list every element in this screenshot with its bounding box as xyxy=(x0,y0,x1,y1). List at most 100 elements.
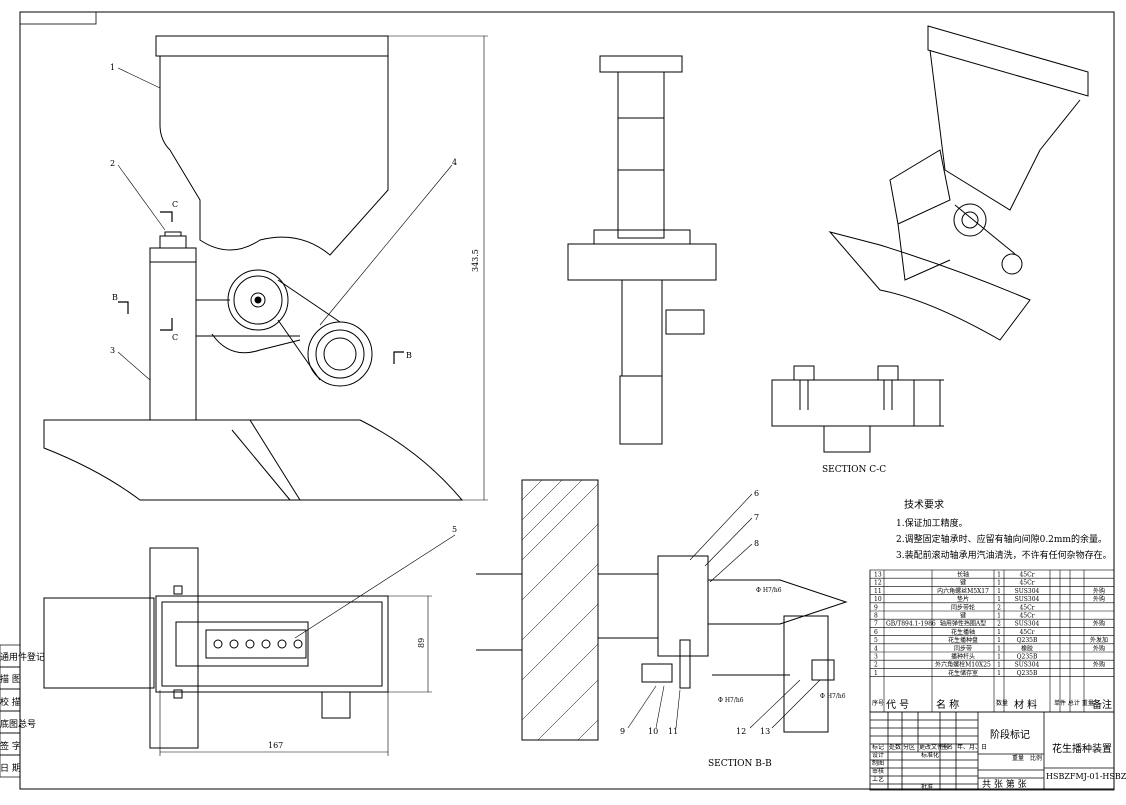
bom-no: 8 xyxy=(874,613,878,620)
balloon-2: 2 xyxy=(110,159,115,168)
tb-label-4: 签名 xyxy=(941,743,953,751)
balloon-10: 10 xyxy=(648,727,658,736)
section-cc xyxy=(771,365,944,453)
bom-no: 1 xyxy=(874,670,878,677)
balloon-12: 12 xyxy=(736,727,746,736)
bom-name: 外六角螺栓M10X25 xyxy=(935,661,991,669)
bom-qty: 1 xyxy=(997,613,1001,620)
bom-material: Q235B xyxy=(1017,654,1038,661)
bom-header-no: 序号 xyxy=(872,699,884,707)
top-view xyxy=(43,547,389,749)
left-label-5: 日 期 xyxy=(0,763,21,774)
tb-label-5: 年、月、日 xyxy=(957,743,987,751)
bom-note: 外购 xyxy=(1093,661,1105,669)
bom-name: 垫片 xyxy=(957,595,969,603)
bom-qty: 1 xyxy=(997,572,1001,579)
tech-item-3: 3.装配前滚动轴承用汽油清洗，不许有任何杂物存在。 xyxy=(896,549,1112,561)
tb-label-1: 处数 xyxy=(889,743,901,751)
bom-qty: 1 xyxy=(997,670,1001,677)
front-view xyxy=(43,35,464,501)
bom-qty: 2 xyxy=(997,621,1001,628)
bom-no: 13 xyxy=(874,572,882,579)
tb-label-3: 更改文件号 xyxy=(919,743,949,751)
balloon-3: 3 xyxy=(110,346,115,355)
bom-name: 轴用弹性挡圈A型 xyxy=(940,620,986,628)
balloon-6: 6 xyxy=(754,489,759,498)
bom-material: SUS304 xyxy=(1015,662,1040,669)
bom-qty: 1 xyxy=(997,654,1001,661)
bom-material: 45Cr xyxy=(1019,604,1034,611)
bom-qty: 1 xyxy=(997,588,1001,595)
bom-material: 45Cr xyxy=(1019,580,1034,587)
bom-material: Q235B xyxy=(1017,637,1038,644)
bom-no: 12 xyxy=(874,580,882,587)
bom-no: 10 xyxy=(874,596,882,603)
fit-3: Φ H7/h6 xyxy=(820,693,846,700)
section-bb-hatch xyxy=(521,479,599,741)
tb-label-2: 分区 xyxy=(903,743,915,751)
bom-code: GB/T894.1-1986 xyxy=(886,621,936,628)
bom-no: 4 xyxy=(874,645,878,652)
bom-material: 45Cr xyxy=(1019,629,1034,636)
bom-qty: 2 xyxy=(997,604,1001,611)
section-markers xyxy=(118,211,404,364)
section-bb-label: SECTION B-B xyxy=(708,759,772,769)
section-b-right: B xyxy=(406,351,412,360)
bom-name: 播种杆头 xyxy=(951,653,975,661)
bom-header-material: 材 料 xyxy=(1014,698,1037,711)
left-column xyxy=(0,644,21,778)
bom-no: 3 xyxy=(874,654,878,661)
tb-label-13: 比例 xyxy=(1030,754,1042,762)
tb-label-12: 重量 xyxy=(1012,754,1024,762)
sheet-border xyxy=(19,11,1115,790)
bom-note: 外发加 xyxy=(1090,636,1108,644)
bom-material: SUS304 xyxy=(1015,621,1040,628)
tech-item-2: 2.调整固定轴承时、应留有轴向间隙0.2mm的余量。 xyxy=(896,533,1107,545)
balloon-1: 1 xyxy=(110,63,115,72)
bom-no: 2 xyxy=(874,662,878,669)
bom-header-weight: 单件 总计 重量 xyxy=(1054,699,1094,707)
balloon-4: 4 xyxy=(452,158,457,167)
bom-table-grid xyxy=(869,569,1115,713)
bom-name: 花生储存室 xyxy=(948,669,978,677)
bom-material: SUS304 xyxy=(1015,588,1040,595)
bom-material: SUS304 xyxy=(1015,596,1040,603)
bom-qty: 1 xyxy=(997,629,1001,636)
tb-label-7: 标准化 xyxy=(921,751,939,759)
bom-qty: 1 xyxy=(997,645,1001,652)
section-bb-leaders xyxy=(627,493,821,729)
balloon-5: 5 xyxy=(452,525,457,534)
section-cc-label: SECTION C-C xyxy=(822,465,886,475)
left-label-0: 通用件登记 xyxy=(0,651,45,663)
bom-material: 橡胶 xyxy=(1021,644,1033,652)
balloon-11: 11 xyxy=(668,727,678,736)
left-label-2: 校 描 xyxy=(0,696,21,708)
bom-qty: 1 xyxy=(997,662,1001,669)
bom-name: 花生播轴 xyxy=(951,628,975,636)
side-view xyxy=(567,55,717,445)
bom-header-code: 代 号 xyxy=(886,699,909,711)
bom-header-note: 备注 xyxy=(1092,698,1112,711)
front-leaders xyxy=(117,67,453,381)
bom-header-name: 名 称 xyxy=(936,698,959,711)
bom-note: 外购 xyxy=(1093,644,1105,652)
bom-header-qty: 数量 xyxy=(996,699,1008,707)
height-dimension-line xyxy=(388,35,488,501)
balloon-13: 13 xyxy=(760,727,770,736)
balloon-8: 8 xyxy=(754,539,759,548)
left-label-4: 签 字 xyxy=(0,740,21,752)
bom-qty: 1 xyxy=(997,637,1001,644)
bom-material: 45Cr xyxy=(1019,572,1034,579)
bom-material: 45Cr xyxy=(1019,613,1034,620)
bom-name: 内六角螺丝M5X17 xyxy=(937,587,989,595)
bom-no: 6 xyxy=(874,629,878,636)
bom-qty: 1 xyxy=(997,596,1001,603)
section-bb xyxy=(476,479,848,741)
left-label-1: 描 图 xyxy=(0,673,21,685)
bom-no: 9 xyxy=(874,604,878,611)
drawing-number: HSBZFMJ-01-HSBZZZ xyxy=(1046,772,1126,781)
bom-note: 外购 xyxy=(1093,587,1105,595)
bom-name: 花生播种盘 xyxy=(948,636,978,644)
tb-label-11: 批准 xyxy=(921,783,933,791)
